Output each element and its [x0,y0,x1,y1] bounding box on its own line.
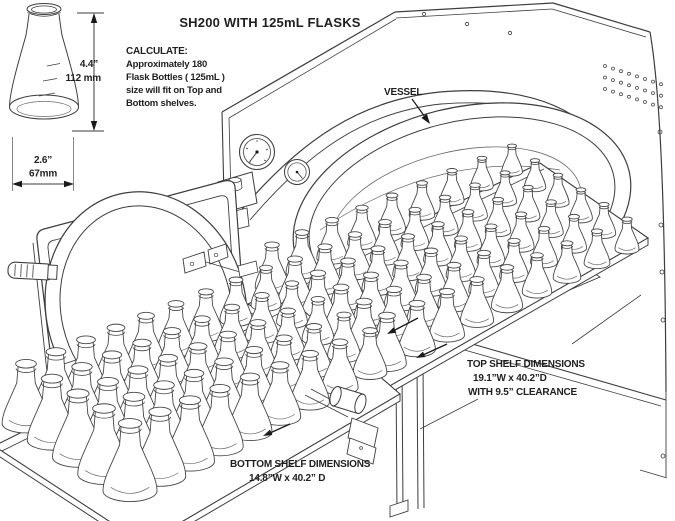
vent-hole [603,75,607,80]
slide-arrow-head [387,327,397,334]
panel-screws [421,11,666,459]
shelf-roller [304,386,379,465]
vent-hole [603,87,607,91]
slide-arrow-line [422,343,448,356]
vent-hole [659,105,663,110]
vent-hole [619,69,623,74]
detail-flask-mouth-inner [31,5,57,14]
bottom-tray-right-side [182,393,401,521]
front-leg [395,367,404,513]
vent-hole [635,97,639,102]
flask-detail-drawing [9,3,104,191]
slide-arrow-head [263,429,273,436]
vent-hole [611,89,615,94]
callouts [411,98,642,430]
vent-holes [603,64,663,110]
handle-collar [47,264,58,280]
bottom-shelf-note-line: BOTTOM SHELF DIMENSIONS [230,459,371,470]
small-gauge-hub [295,170,299,174]
roller-end [354,393,367,414]
roller-box [346,437,377,465]
vent-hole [619,80,623,85]
door-handle [7,261,58,281]
calculate-line: Bottom shelves. [126,98,196,109]
cabinet-corner-edge [649,31,667,393]
top-shelf-note-line: TOP SHELF DIMENSIONS [467,359,585,370]
cabinet-back-edge [394,2,554,13]
vent-hole [651,102,655,107]
vent-hole [627,83,631,88]
cabinet-back-right-edge [552,2,651,33]
detail-flask-body [9,35,79,108]
vent-hole [643,88,647,93]
detail-flask-flange [27,12,61,17]
detail-flask-neck [25,13,63,37]
flask-height-inches: 4.4” [80,59,98,70]
bottom-shelf [0,264,401,521]
slide-arrows-top [387,317,448,358]
calculate-heading: CALCULATE: [126,46,188,57]
slide-arrow-head [416,351,426,358]
calculate-line: size will fit on Top and [126,85,222,96]
vent-hole [651,91,655,95]
small-gauge-dial [287,162,307,182]
gauge-needle [249,151,258,163]
slide-arrow-line [269,423,291,434]
detail-flask-floor [16,101,72,117]
calculate-line: Approximately 180 [126,59,207,70]
vent-hole [627,71,631,76]
detail-flask-base [9,94,79,120]
slide-arrow-bottom [263,423,291,436]
top-shelf-note-line: WITH 9.5” CLEARANCE [468,387,578,398]
vent-hole [627,94,631,99]
vent-hole [635,74,639,79]
vent-hole [611,78,615,82]
vessel-arrow-head [421,113,430,124]
vent-hole [611,66,615,71]
pressure-gauge-dial [243,138,271,166]
cabinet-back-seam [395,8,553,19]
vent-hole [651,79,655,84]
flask-width-inches: 2.6” [34,155,52,166]
page-title: SH200 WITH 125mL FLASKS [179,15,360,30]
leg-foot [389,499,409,518]
cabinet-top-left-edge [221,11,396,113]
vent-hole [603,64,607,68]
vent-hole [659,93,663,98]
vent-hole [643,77,647,81]
detail-flask-graduations [38,63,61,97]
roller-end [329,386,342,407]
vent-hole [643,100,647,104]
stand-legs [389,361,425,518]
vessel-arrow-line [411,98,426,118]
vent-hole [619,92,623,97]
front-leg-2 [416,361,425,510]
handle-ridges [14,264,34,278]
calculate-line: Flask Bottles ( 125mL ) [126,72,225,83]
vent-hole [635,86,639,90]
dimension-width [12,137,74,191]
small-gauge-needle [296,171,303,179]
gauge-hub [255,150,259,154]
vessel-label: VESSEL [384,87,422,98]
gauge-ticks [245,140,269,164]
vessel-interior-arc [319,165,561,231]
door-hinge [182,243,259,278]
dimension-height [72,12,104,132]
bottom-tray-side [0,449,110,521]
cabinet-back-right-seam [551,8,647,38]
leader-line-clearance [419,398,479,430]
vent-hole [659,82,663,87]
leader-line-top-shelf [571,294,642,345]
cabinet-bottom-right [639,392,668,479]
top-shelf-note-line: 19.1”W x 40.2”D [473,373,547,384]
hood-outer-curve [237,90,601,215]
bottom-shelf-note-line: 14.8”W x 40.2” D [249,473,325,484]
cabinet-top-left-seam [228,18,397,119]
slide-arrow-line [393,317,419,332]
flask-height-mm: 112 mm [66,73,102,84]
roller-bolt [359,446,363,450]
flask-width-mm: 67mm [29,169,57,180]
